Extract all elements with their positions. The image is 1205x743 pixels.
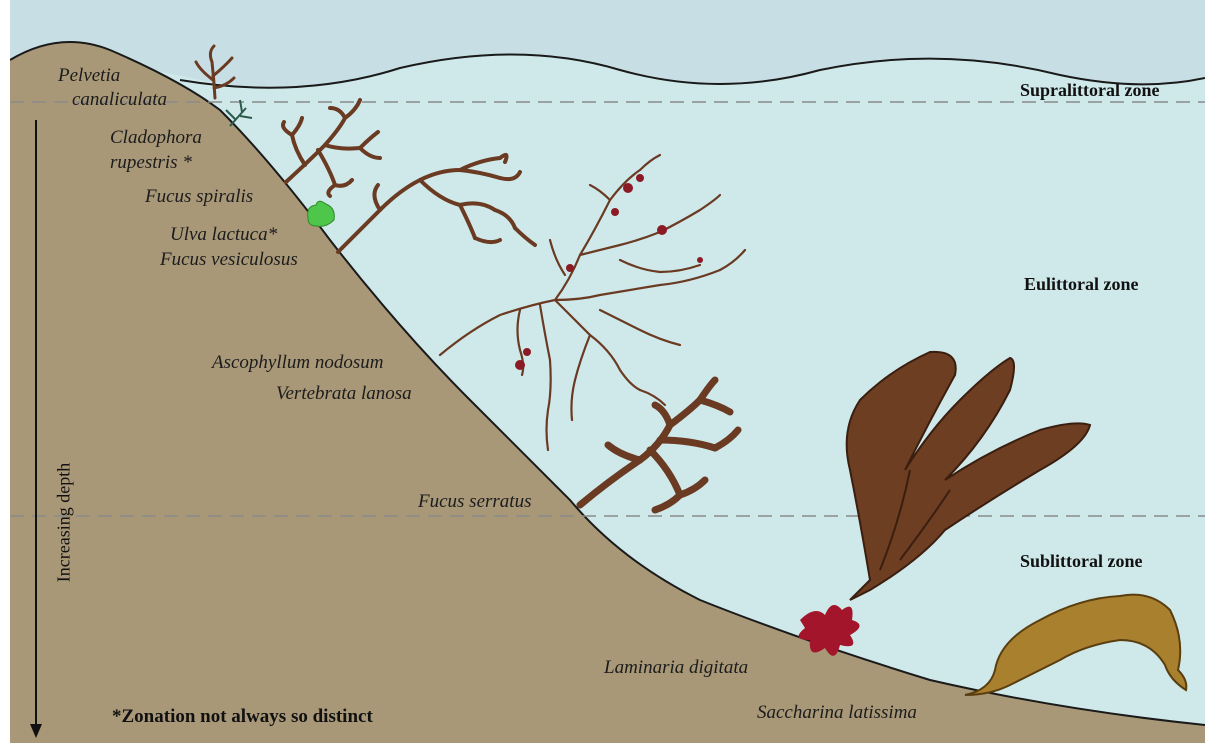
- depth-axis-label: Increasing depth: [54, 453, 75, 593]
- left-margin: [0, 0, 10, 743]
- zone-label-eulittoral: Eulittoral zone: [1024, 274, 1139, 295]
- label-ascophyllum-nodosum: Ascophyllum nodosum: [212, 351, 384, 375]
- label-fucus-serratus: Fucus serratus: [418, 490, 531, 514]
- label-laminaria-digitata: Laminaria digitata: [604, 656, 748, 680]
- label-cladophora-line1: Cladophora: [110, 126, 202, 150]
- zone-label-sublittoral: Sublittoral zone: [1020, 551, 1143, 572]
- zone-label-supralittoral: Supralittoral zone: [1020, 80, 1160, 101]
- label-fucus-vesiculosus: Fucus vesiculosus: [160, 248, 298, 272]
- label-vertebrata-lanosa: Vertebrata lanosa: [276, 382, 412, 406]
- zonation-footnote: *Zonation not always so distinct: [112, 706, 373, 728]
- label-ulva-lactuca: Ulva lactuca*: [170, 223, 277, 247]
- label-pelvetia-line1: Pelvetia: [58, 64, 120, 88]
- label-cladophora-line2: rupestris *: [110, 151, 192, 175]
- label-saccharina-latissima: Saccharina latissima: [757, 701, 917, 725]
- label-fucus-spiralis: Fucus spiralis: [145, 185, 253, 209]
- label-pelvetia-line2: canaliculata: [72, 88, 167, 112]
